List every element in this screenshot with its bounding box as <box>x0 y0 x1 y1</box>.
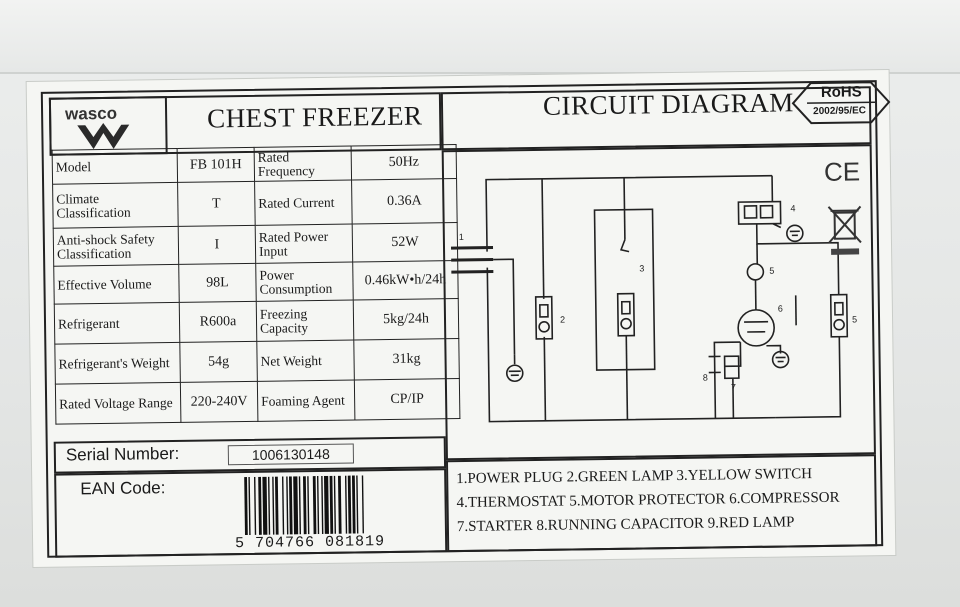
rating-label: wasco wasco CHEST FREEZER CIRCUIT DIAGRA… <box>26 70 896 567</box>
dnum-4: 4 <box>790 203 795 213</box>
barcode <box>242 475 419 537</box>
spec-label: Rated Current <box>254 180 353 226</box>
spec-value: 220-240V <box>180 381 258 423</box>
spec-label: Rated Power Input <box>255 224 353 264</box>
freezer-lid <box>0 0 960 74</box>
spec-label: Rated Frequency <box>254 146 352 182</box>
rohs-badge: RoHS 2002/95/EC <box>789 78 894 127</box>
spec-label: Freezing Capacity <box>256 300 354 342</box>
spec-label: Climate Classification <box>52 182 179 229</box>
spec-label: Rated Voltage Range <box>55 382 181 425</box>
spec-value: I <box>178 225 256 265</box>
spec-label: Model <box>52 148 178 185</box>
dnum-6: 6 <box>778 304 783 314</box>
legend-line-3: 7.STARTER 8.RUNNING CAPACITOR 9.RED LAMP <box>456 514 795 536</box>
rohs-code: 2002/95/EC <box>813 105 867 118</box>
svg-text:wasco: wasco <box>64 104 117 124</box>
spec-label: Net Weight <box>256 339 355 382</box>
ce-mark: CE <box>823 156 861 187</box>
serial-value: 1006130148 <box>227 443 355 466</box>
spec-value: R600a <box>179 301 257 343</box>
dnum-3: 3 <box>639 263 644 273</box>
spec-label: Anti-shock Safety Classification <box>53 226 179 267</box>
diagram-title: CIRCUIT DIAGRAM <box>542 87 794 121</box>
spec-value: 98L <box>178 263 257 303</box>
spec-value: 54g <box>179 341 258 383</box>
serial-label: Serial Number: <box>65 443 180 465</box>
spec-label: Foaming Agent <box>257 379 355 422</box>
spec-value: T <box>177 181 256 227</box>
spec-label: Refrigerant <box>54 302 180 345</box>
dnum-9: 5 <box>852 314 857 324</box>
dnum-5: 5 <box>769 266 774 276</box>
spec-label: Power Consumption <box>255 262 354 302</box>
wasco-logo: wasco wasco <box>63 102 160 158</box>
spec-value: FB 101H <box>177 147 255 183</box>
weee-bin-icon <box>824 202 865 264</box>
circuit-diagram: 1 2 3 4 5 6 7 8 5 <box>450 174 857 423</box>
product-title: CHEST FREEZER <box>206 100 423 134</box>
dnum-2: 2 <box>560 315 565 325</box>
dnum-8: 8 <box>703 373 708 383</box>
spec-label: Effective Volume <box>53 264 180 305</box>
dnum-7: 7 <box>731 382 736 392</box>
ean-label: EAN Code: <box>80 478 166 499</box>
dnum-1: 1 <box>459 232 464 242</box>
rohs-title: RoHS <box>820 83 862 101</box>
ean-digits: 5 704766 081819 <box>235 533 386 553</box>
spec-label: Refrigerant's Weight <box>54 342 181 385</box>
